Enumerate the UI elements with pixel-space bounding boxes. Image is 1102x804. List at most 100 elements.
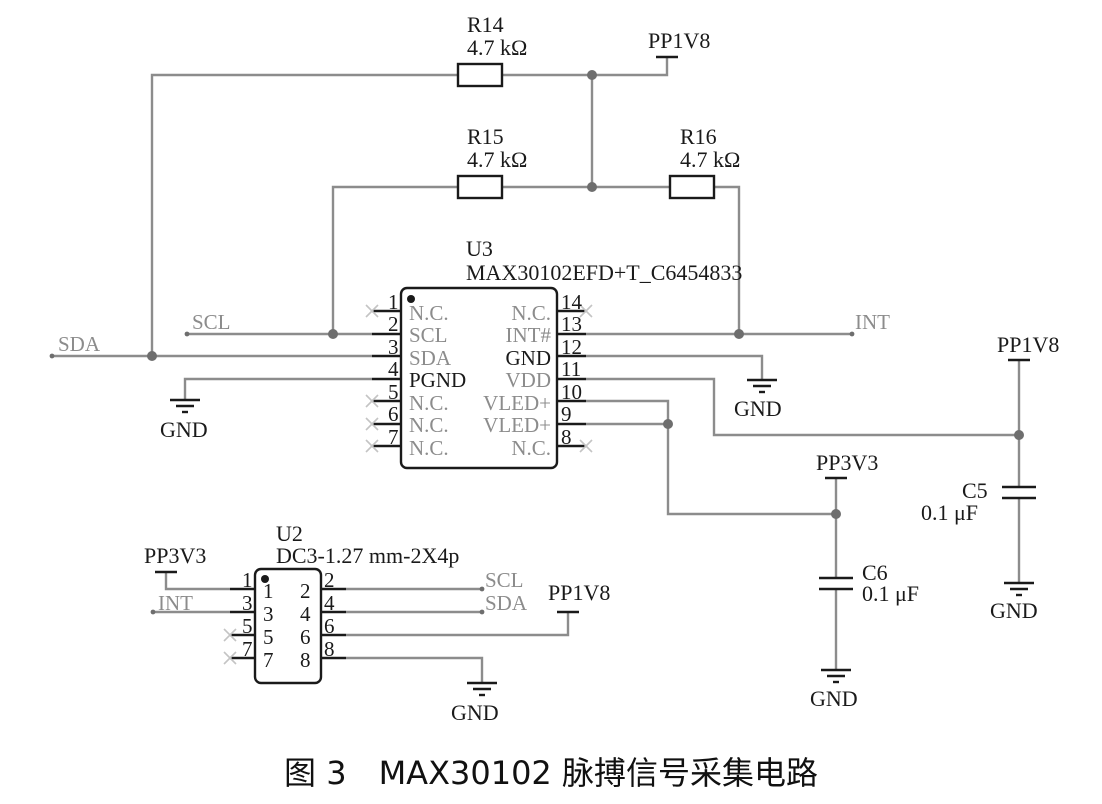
wires bbox=[52, 57, 1021, 683]
u3-pin3-name: SDA bbox=[409, 346, 452, 370]
u2-no-connect-marks bbox=[223, 628, 237, 665]
ground-pgnd: GND bbox=[160, 398, 208, 442]
svg-text:14: 14 bbox=[561, 290, 583, 314]
svg-text:6: 6 bbox=[300, 625, 311, 649]
u3-pin10-name: VLED+ bbox=[483, 391, 551, 415]
svg-text:PP1V8: PP1V8 bbox=[997, 332, 1059, 357]
svg-text:13: 13 bbox=[561, 312, 582, 336]
figure-caption: 图 3 MAX30102 脉搏信号采集电路 bbox=[284, 754, 818, 792]
svg-text:7: 7 bbox=[242, 637, 253, 661]
svg-text:GND: GND bbox=[734, 396, 782, 421]
junction-int bbox=[734, 329, 744, 339]
u3-pin12-name: GND bbox=[506, 346, 552, 370]
net-label-int-u2: INT bbox=[158, 591, 193, 615]
ground-c6: GND bbox=[810, 668, 858, 711]
ground-u2: GND bbox=[451, 681, 499, 725]
svg-text:10: 10 bbox=[561, 380, 582, 404]
u3-pin5-name: N.C. bbox=[409, 391, 449, 415]
resistor-r16: R16 4.7 kΩ bbox=[668, 124, 740, 200]
svg-text:2: 2 bbox=[388, 312, 399, 336]
svg-text:PP1V8: PP1V8 bbox=[648, 28, 710, 53]
capacitor-c6-value: 0.1 μF bbox=[862, 581, 919, 606]
svg-text:GND: GND bbox=[810, 686, 858, 711]
u3-pin13-name: INT# bbox=[506, 323, 552, 347]
svg-text:1: 1 bbox=[388, 290, 399, 314]
chip-u3-part: MAX30102EFD+T_C6454833 bbox=[466, 260, 742, 285]
capacitor-c5-ref: C5 bbox=[962, 478, 988, 503]
svg-text:8: 8 bbox=[300, 648, 311, 672]
svg-text:3: 3 bbox=[263, 602, 274, 626]
power-pp3v3-c6: PP3V3 bbox=[816, 450, 878, 480]
resistor-r16-value: 4.7 kΩ bbox=[680, 147, 740, 172]
resistor-r14-ref: R14 bbox=[467, 12, 504, 37]
net-label-scl: SCL bbox=[192, 310, 231, 334]
resistor-r15: R15 4.7 kΩ bbox=[456, 124, 527, 200]
junction-c6 bbox=[831, 509, 841, 519]
u3-pin6-name: N.C. bbox=[409, 413, 449, 437]
u3-pin8-name: N.C. bbox=[511, 436, 551, 460]
svg-text:5: 5 bbox=[263, 625, 274, 649]
svg-text:GND: GND bbox=[990, 598, 1038, 623]
power-pp3v3-u2: PP3V3 bbox=[144, 543, 206, 574]
svg-text:2: 2 bbox=[300, 579, 311, 603]
junction-r15-r16 bbox=[587, 182, 597, 192]
svg-text:5: 5 bbox=[242, 614, 253, 638]
svg-text:7: 7 bbox=[388, 425, 399, 449]
capacitor-c6: C6 0.1 μF bbox=[819, 560, 919, 606]
junction-r14 bbox=[587, 70, 597, 80]
net-label-sda: SDA bbox=[58, 332, 101, 356]
svg-text:12: 12 bbox=[561, 335, 582, 359]
svg-text:PP3V3: PP3V3 bbox=[144, 543, 206, 568]
ground-c5: GND bbox=[990, 581, 1038, 623]
svg-text:6: 6 bbox=[324, 614, 335, 638]
chip-u3: U3 MAX30102EFD+T_C6454833 1 2 3 4 bbox=[365, 236, 742, 470]
svg-text:4: 4 bbox=[388, 357, 399, 381]
u3-pin14-name: N.C. bbox=[511, 301, 551, 325]
connector-u2-part: DC3-1.27 mm-2X4p bbox=[276, 543, 459, 568]
svg-text:PP1V8: PP1V8 bbox=[548, 580, 610, 605]
junction-vdd bbox=[1014, 430, 1024, 440]
ground-u3-pin12: GND bbox=[734, 378, 782, 421]
svg-text:GND: GND bbox=[451, 700, 499, 725]
resistor-r15-value: 4.7 kΩ bbox=[467, 147, 527, 172]
svg-text:7: 7 bbox=[263, 648, 274, 672]
junction-vled bbox=[663, 419, 673, 429]
u2-pin1-marker bbox=[261, 575, 269, 583]
svg-text:2: 2 bbox=[324, 568, 335, 592]
junction-dots bbox=[49, 70, 1024, 615]
u3-pin1-name: N.C. bbox=[409, 301, 449, 325]
svg-text:4: 4 bbox=[300, 602, 311, 626]
junction-sda bbox=[147, 351, 157, 361]
power-pp1v8-u2: PP1V8 bbox=[548, 580, 610, 614]
no-connect-marks bbox=[365, 304, 593, 453]
svg-text:6: 6 bbox=[388, 402, 399, 426]
svg-text:9: 9 bbox=[561, 402, 572, 426]
junction-scl bbox=[328, 329, 338, 339]
svg-text:1: 1 bbox=[263, 579, 274, 603]
u3-pin7-name: N.C. bbox=[409, 436, 449, 460]
resistor-r16-ref: R16 bbox=[680, 124, 717, 149]
resistor-r14-value: 4.7 kΩ bbox=[467, 35, 527, 60]
connector-u2: U2 DC3-1.27 mm-2X4p 1 3 5 7 1 3 5 7 2 4 … bbox=[223, 521, 459, 685]
resistor-r15-ref: R15 bbox=[467, 124, 504, 149]
svg-text:11: 11 bbox=[561, 357, 581, 381]
net-label-sda-u2: SDA bbox=[485, 591, 528, 615]
net-label-int: INT bbox=[855, 310, 890, 334]
capacitor-c5-value: 0.1 μF bbox=[921, 500, 978, 525]
power-pp1v8-top: PP1V8 bbox=[648, 28, 710, 59]
u3-pin2-name: SCL bbox=[409, 323, 448, 347]
svg-text:3: 3 bbox=[242, 591, 253, 615]
chip-u3-ref: U3 bbox=[466, 236, 493, 261]
capacitor-c6-ref: C6 bbox=[862, 560, 888, 585]
svg-text:5: 5 bbox=[388, 380, 399, 404]
u3-pin4-name: PGND bbox=[409, 368, 466, 392]
net-label-scl-u2: SCL bbox=[485, 568, 524, 592]
connector-u2-ref: U2 bbox=[276, 521, 303, 546]
u3-pin9-name: VLED+ bbox=[483, 413, 551, 437]
u3-pin11-name: VDD bbox=[506, 368, 552, 392]
pin1-marker bbox=[407, 295, 415, 303]
power-pp1v8-right: PP1V8 bbox=[997, 332, 1059, 362]
svg-text:4: 4 bbox=[324, 591, 335, 615]
svg-text:8: 8 bbox=[561, 425, 572, 449]
